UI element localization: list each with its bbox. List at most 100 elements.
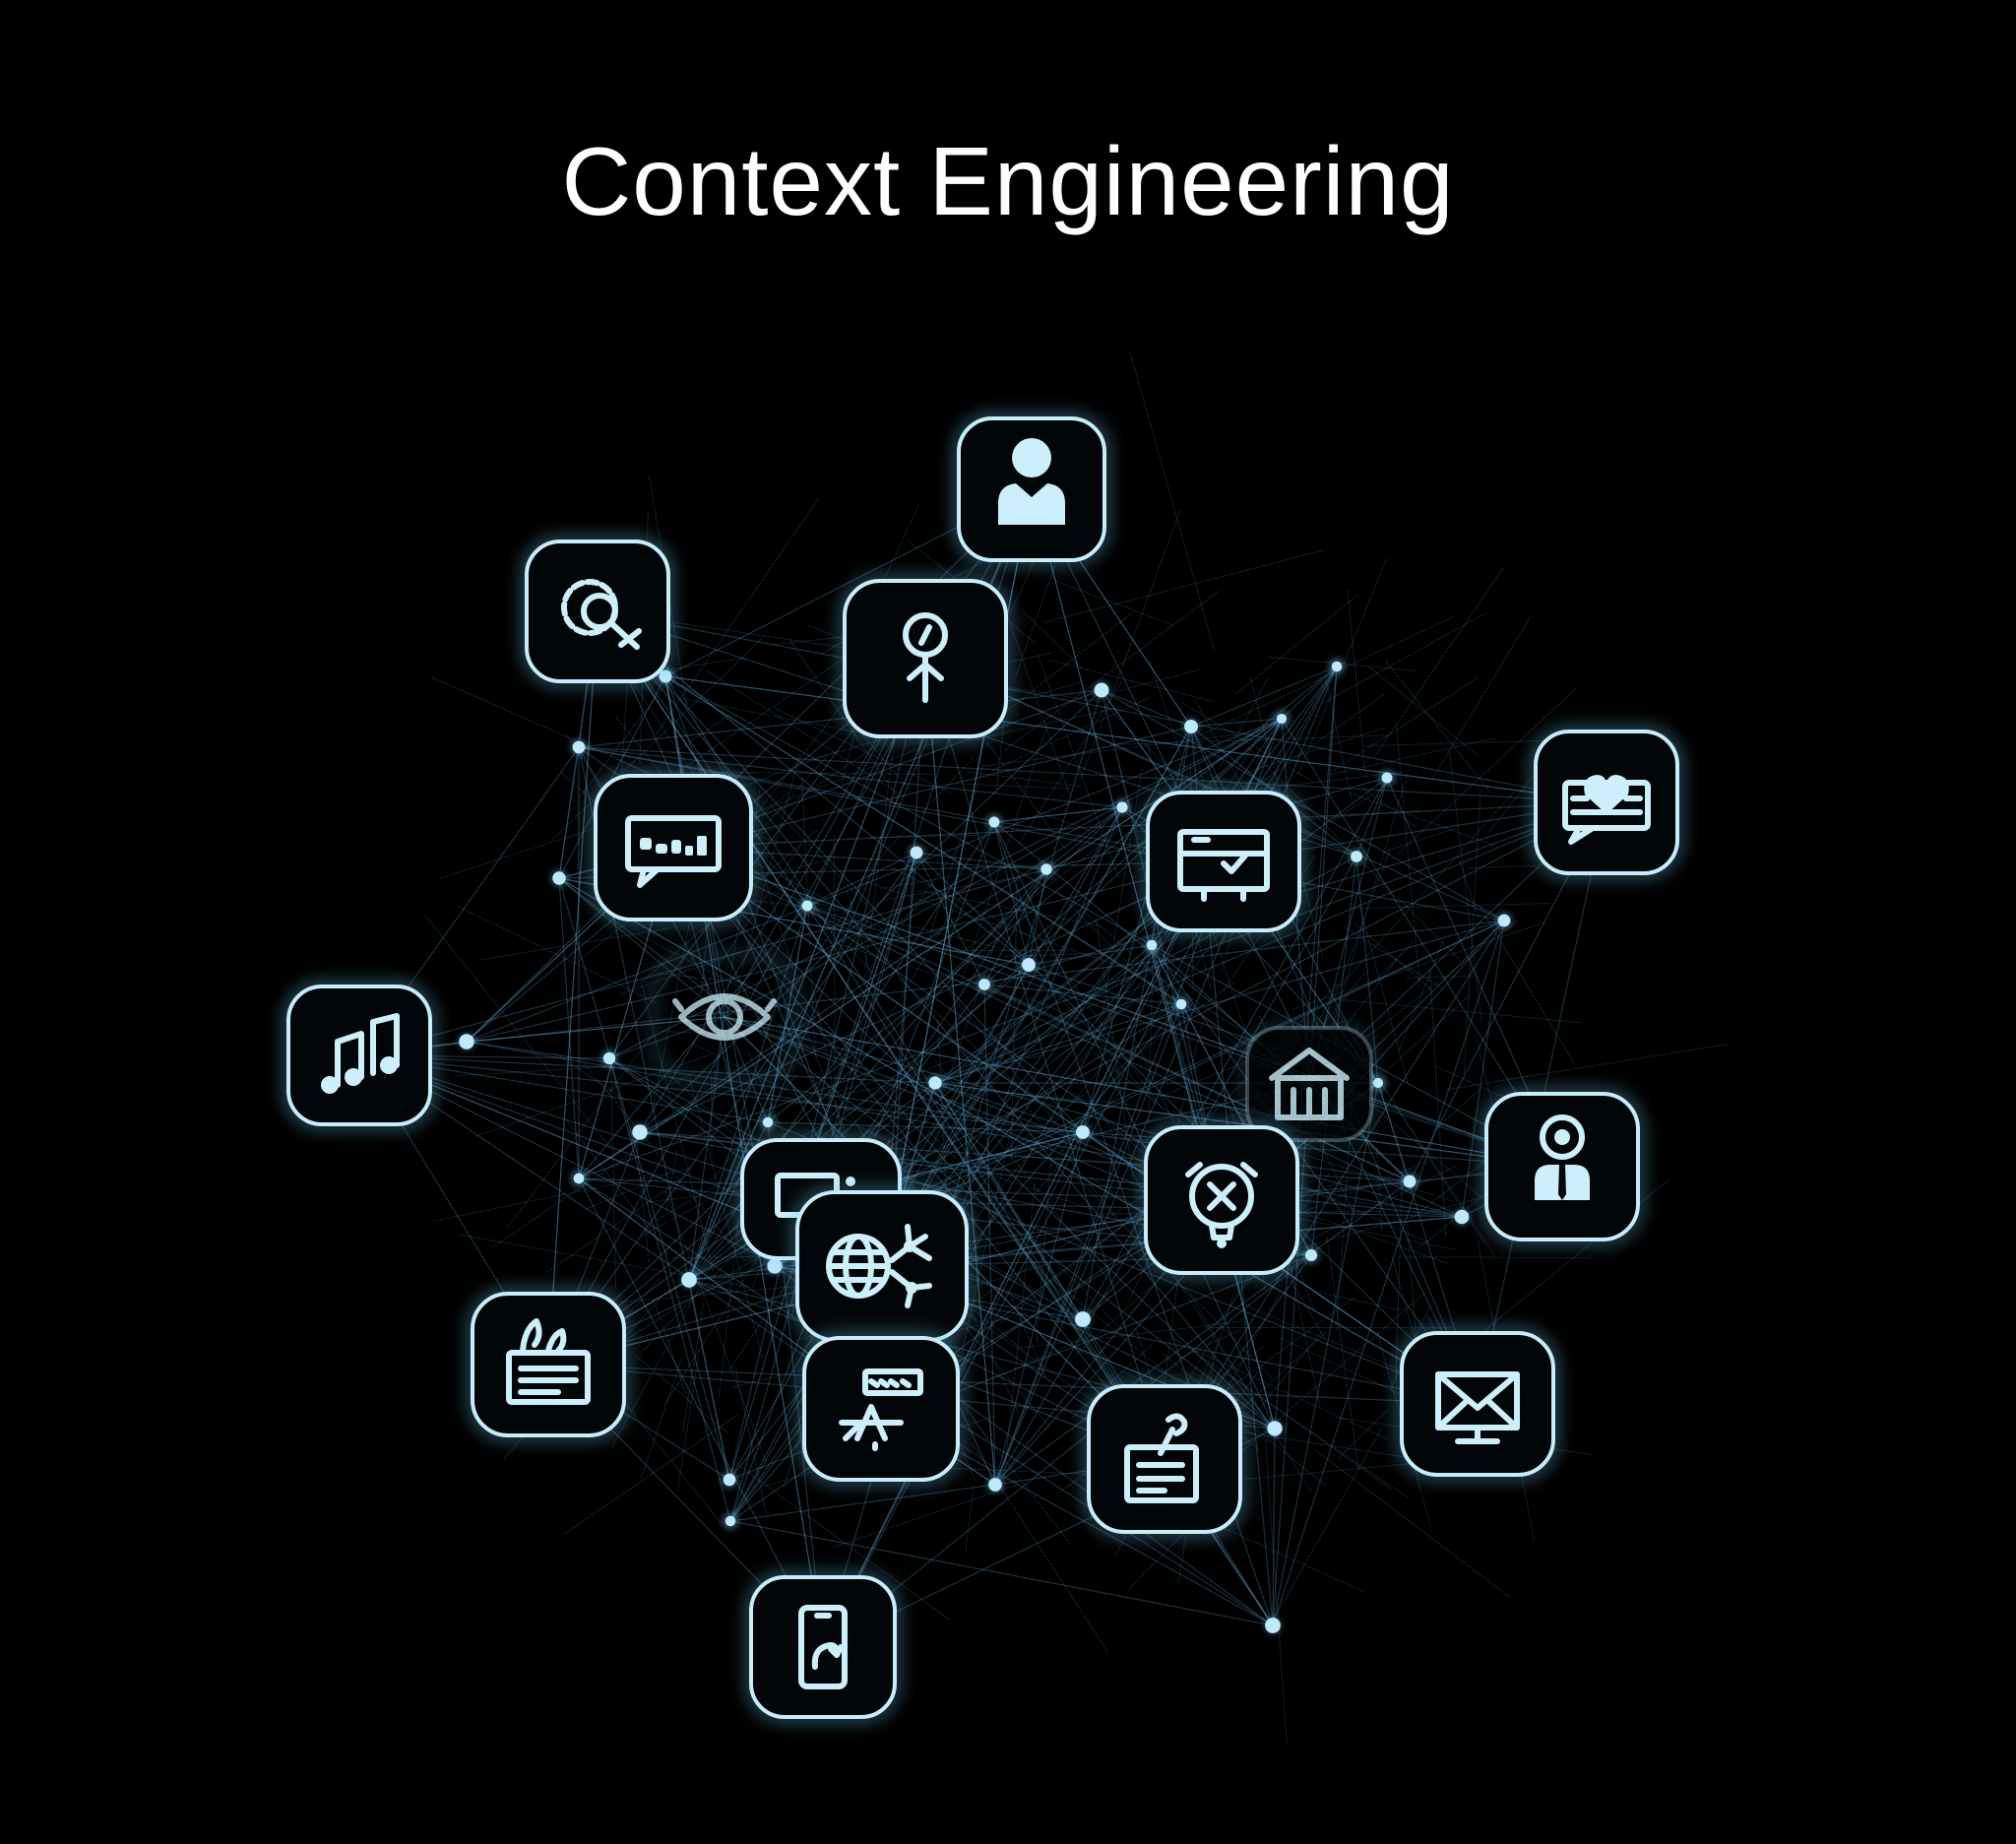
network-edge <box>767 1121 1084 1133</box>
network-edge <box>1398 687 1577 854</box>
network-edge <box>1195 700 1247 795</box>
node-document-flame[interactable] <box>466 1287 631 1442</box>
network-edge <box>1020 1320 1244 1349</box>
network-edge <box>454 1065 612 1077</box>
network-edge <box>1354 1201 1447 1214</box>
network-edge <box>1222 1292 1426 1469</box>
node-chat-bubble[interactable] <box>589 769 758 926</box>
node-phone[interactable] <box>744 1570 902 1724</box>
network-edge <box>558 877 1479 1405</box>
node-person[interactable] <box>952 412 1111 567</box>
network-edge <box>358 1054 936 1084</box>
node-document-pin[interactable] <box>1082 1379 1247 1539</box>
network-edge <box>994 1180 1411 1486</box>
network-edge <box>432 1167 694 1222</box>
network-edge <box>1316 1291 1403 1311</box>
network-dot <box>1267 1421 1283 1436</box>
network-edge <box>558 877 580 1179</box>
diagram-title: Context Engineering <box>561 127 1455 235</box>
network-edge <box>640 1356 683 1480</box>
network-edge <box>1043 548 1326 623</box>
node-house[interactable] <box>1240 1021 1378 1147</box>
node-mail-monitor[interactable] <box>1395 1326 1560 1482</box>
network-edge <box>1355 777 1388 858</box>
network-edge <box>891 866 1030 936</box>
network-edge <box>672 847 1563 1168</box>
network-edge <box>1006 890 1164 1111</box>
network-edge <box>934 801 1607 1084</box>
network-edge <box>578 746 1607 803</box>
network-edge <box>655 1304 690 1405</box>
document-flame-icon <box>506 1318 591 1405</box>
node-screen-check[interactable] <box>1141 786 1306 937</box>
network-edge <box>1169 615 1455 750</box>
network-edge <box>1272 920 1505 1626</box>
network-edge <box>1375 566 1505 755</box>
network-dot <box>681 1272 697 1288</box>
network-dots <box>458 658 1513 1634</box>
network-dot <box>552 871 566 885</box>
network-edge <box>1107 1113 1169 1138</box>
network-edge <box>1022 610 1083 669</box>
network-dot <box>1094 682 1109 698</box>
node-alarm[interactable] <box>1139 1120 1304 1280</box>
node-chat-heart[interactable] <box>1529 725 1684 880</box>
network-edge <box>728 806 1123 1481</box>
network-edge <box>905 1012 1064 1173</box>
network-dot <box>1022 958 1036 972</box>
network-dot <box>1331 661 1343 672</box>
network-edge <box>759 1033 849 1056</box>
network-edge <box>1158 1249 1312 1493</box>
network-edge <box>968 1166 1095 1211</box>
network-edge <box>724 1016 1563 1168</box>
network-edge <box>985 1335 1091 1382</box>
network-nodes <box>282 412 1684 1724</box>
network-edge <box>558 877 1479 1405</box>
node-gear-search[interactable] <box>520 535 675 688</box>
network-edge <box>983 984 996 1486</box>
node-person-target[interactable] <box>1480 1087 1645 1246</box>
network-edge <box>672 847 1084 1320</box>
network-edge <box>677 1355 700 1491</box>
network-edge <box>597 610 1276 1430</box>
network-edge <box>597 610 1166 1460</box>
network-edge <box>769 803 873 912</box>
network-edge <box>1082 777 1388 1320</box>
network-edge <box>927 1130 1123 1331</box>
network-edge <box>358 1054 1084 1133</box>
network-edge <box>466 860 1225 1043</box>
network-edge <box>881 666 1338 1267</box>
network-dot <box>459 1034 474 1049</box>
network-edge <box>1457 856 1480 920</box>
network-edge <box>558 877 1276 1430</box>
network-edge <box>956 823 1128 958</box>
node-music[interactable] <box>282 980 437 1131</box>
network-edge <box>565 1118 669 1255</box>
network-edge <box>609 1046 616 1289</box>
node-eye[interactable] <box>647 947 802 1087</box>
network-edge <box>1365 941 1415 990</box>
network-edge <box>358 920 1505 1056</box>
network-edge <box>1272 1428 1276 1626</box>
node-location-pin[interactable] <box>838 574 1013 743</box>
network-edge <box>1395 1162 1404 1379</box>
network-edge <box>924 658 996 1486</box>
network-edge <box>1430 616 1532 781</box>
network-edge <box>990 696 1151 772</box>
network-edge <box>915 852 1047 870</box>
network-edge <box>547 1364 1479 1405</box>
network-edge <box>1002 1182 1036 1491</box>
network-edge <box>597 610 1607 803</box>
network-edge <box>1360 786 1417 828</box>
network-edge <box>1151 944 1479 1405</box>
network-edge <box>864 880 1135 972</box>
node-signpost[interactable] <box>797 1331 965 1487</box>
network-edge <box>983 868 1047 986</box>
network-edge <box>854 867 979 1075</box>
screen-check-icon <box>1177 829 1270 902</box>
network-edge <box>961 725 1048 981</box>
node-globe-network[interactable] <box>790 1185 974 1347</box>
network-edge <box>662 620 852 650</box>
person-target-icon <box>1535 1114 1590 1200</box>
network-edge <box>724 1016 1563 1168</box>
